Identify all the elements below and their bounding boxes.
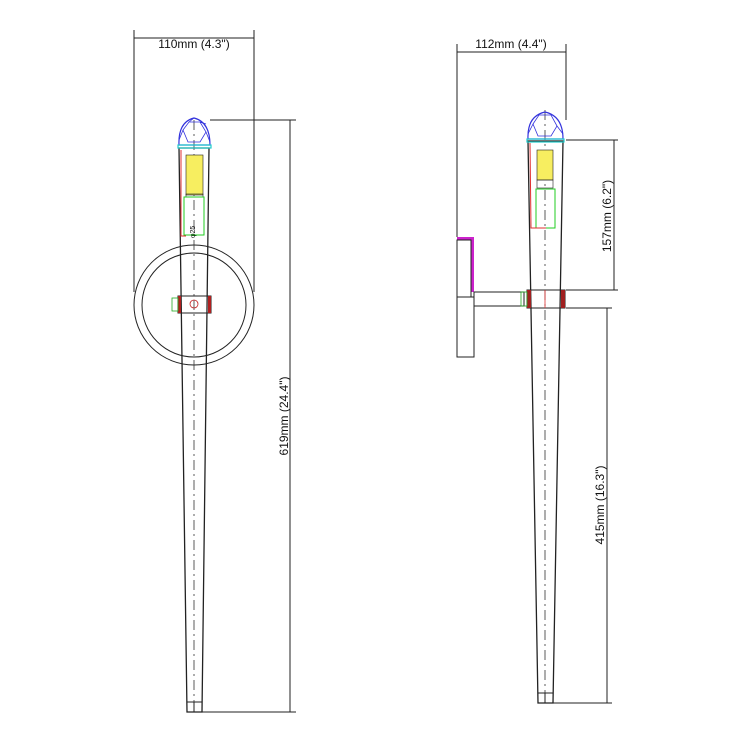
head-dome [178, 117, 211, 146]
width-dimension-label: 110mm (4.3") [158, 37, 229, 51]
upper-dimension-label: 157mm (6.2") [600, 180, 614, 252]
lens [177, 144, 212, 149]
backplate [456, 296, 475, 358]
led-module [536, 149, 554, 181]
head-dome [527, 111, 564, 140]
backplate-inner [141, 252, 247, 358]
rod-body [527, 140, 564, 704]
width-dimension-label: 112mm (4.4") [475, 37, 546, 51]
lens [526, 138, 565, 143]
arm [473, 291, 525, 307]
diameter-label: φ25 [190, 226, 197, 238]
wire [529, 142, 546, 229]
side-view: 112mm (4.4") 157mm (6.2") 4 [456, 37, 618, 704]
led-module [185, 154, 204, 196]
driver [183, 196, 205, 236]
height-dimension-label: 619mm (24.4") [277, 377, 291, 456]
wire [180, 150, 186, 237]
mount-block [177, 295, 212, 314]
driver [535, 188, 556, 229]
screw-icon [189, 299, 199, 309]
mount-ring [526, 289, 566, 309]
lower-dimension-label: 415mm (16.3") [593, 466, 607, 545]
front-view: 110mm (4.3") φ25 619mm (24.4") [133, 30, 296, 713]
bracket [457, 237, 474, 240]
